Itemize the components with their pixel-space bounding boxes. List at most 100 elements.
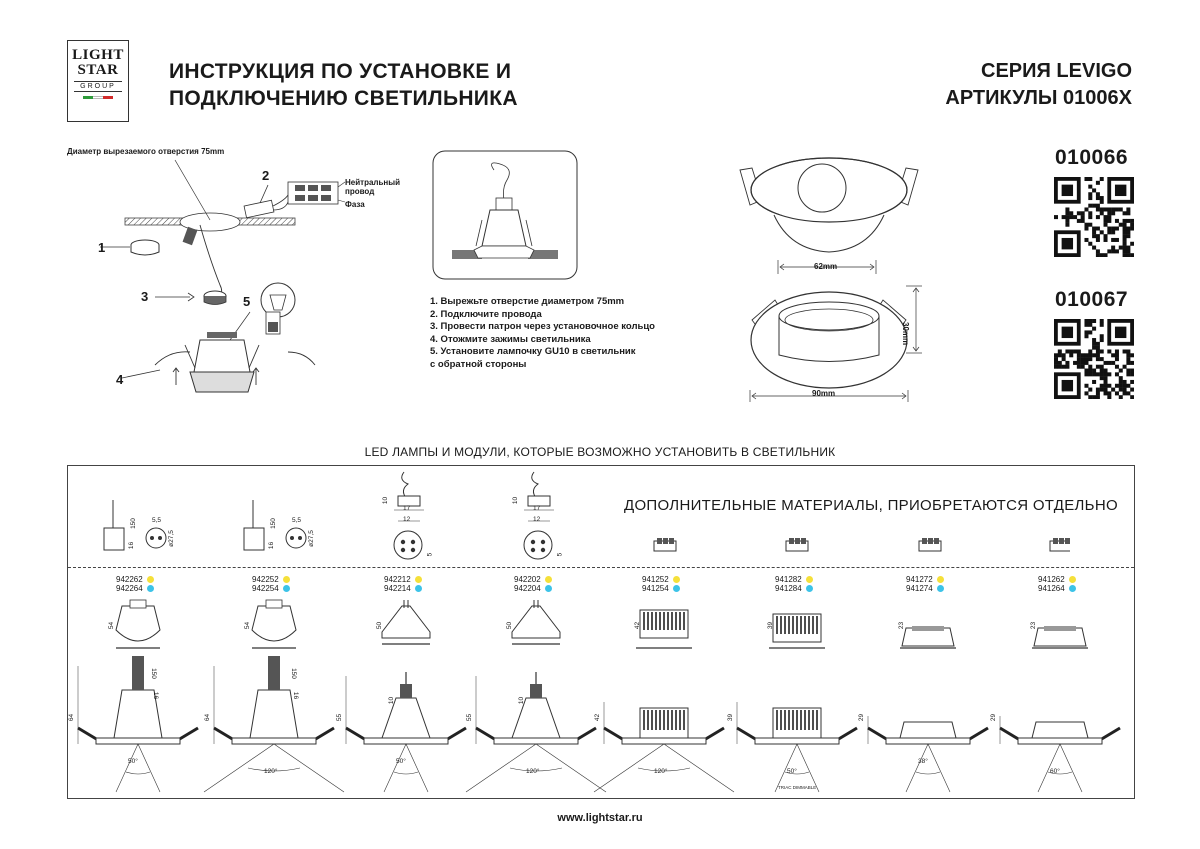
title-line-2: ПОДКЛЮЧЕНИЮ СВЕТИЛЬНИКА — [169, 87, 518, 110]
step-4-text: 4. Отожмите зажимы светильника — [430, 333, 591, 345]
lightstar-logo: LIGHT STAR GROUP — [67, 40, 129, 122]
socket4-dim-c: 12 — [533, 516, 541, 523]
terminal-connectors — [653, 538, 1070, 552]
article-yellow: 941252 — [642, 575, 680, 584]
warm-light-dot-icon — [805, 576, 813, 584]
article-yellow: 941262 — [1038, 575, 1076, 584]
article-cyan: 942254 — [252, 584, 290, 593]
logo-text-star: STAR — [77, 62, 119, 78]
extra-materials-title: ДОПОЛНИТЕЛЬНЫЕ МАТЕРИАЛЫ, ПРИОБРЕТАЮТСЯ … — [624, 497, 1118, 514]
series-name: СЕРИЯ LEVIGO — [981, 60, 1132, 82]
logo-text-light: LIGHT — [72, 47, 124, 63]
article-yellow: 941282 — [775, 575, 813, 584]
lamp-drawings — [77, 599, 1121, 793]
step-5-text-cont: с обратной стороны — [430, 358, 527, 370]
gu10-height-16-a: 16 — [152, 691, 160, 700]
article-cyan: 942214 — [384, 584, 422, 593]
qr-code-icon[interactable] — [1054, 319, 1135, 400]
step-5-text: 5. Установите лампочку GU10 в светильник — [430, 346, 636, 357]
logo-text-group: GROUP — [74, 81, 122, 92]
triac-dimmable-label: TRIAC DIMMABLE — [778, 785, 817, 790]
product-dimension-drawing — [739, 157, 922, 402]
beam-angle: 60° — [1050, 768, 1060, 775]
socket1-dim-d: ø27,5 — [167, 530, 175, 547]
installation-steps: 1. Вырежьте отверстие диаметром 75mm 2. … — [430, 296, 655, 371]
series-info: СЕРИЯ LEVIGO АРТИКУЛЫ 01006X — [945, 58, 1132, 112]
article-yellow: 942252 — [252, 575, 290, 584]
warm-light-dot-icon — [544, 576, 552, 584]
beam-angle: 50° — [787, 768, 797, 775]
cool-light-dot-icon — [146, 585, 154, 593]
cool-light-dot-icon — [672, 585, 680, 593]
socket3-dim-b: 17 — [403, 505, 411, 512]
cool-light-dot-icon — [282, 585, 290, 593]
product-code-010066: 010066 — [1055, 146, 1129, 169]
gu10-height-150-b: 150 — [289, 668, 297, 679]
article-cyan: 941274 — [906, 584, 944, 593]
warm-light-dot-icon — [1068, 576, 1076, 584]
step-number-4: 4 — [116, 372, 124, 387]
gu10-height-16-b: 16 — [292, 691, 300, 700]
step-3-text: 3. Провести патрон через установочное ко… — [430, 321, 655, 332]
socket1-dim-c: 16 — [128, 541, 136, 550]
socket1-dim-a: 5,5 — [152, 517, 162, 524]
mounting-inset-diagram — [432, 150, 578, 280]
step-2-text: 2. Подключите провода — [430, 308, 542, 320]
cool-light-dot-icon — [544, 585, 552, 593]
mr16-height-10-b: 10 — [518, 696, 526, 705]
article-numbers: АРТИКУЛЫ 01006X — [945, 87, 1132, 109]
installation-diagram — [100, 159, 346, 393]
socket4-dim-a: 10 — [512, 496, 520, 505]
hole-diameter-label: Диаметр вырезаемого отверстия 75mm — [67, 147, 225, 156]
socket3-dim-a: 10 — [382, 496, 390, 505]
beam-angle: 50° — [128, 758, 138, 765]
beam-angle: 120° — [264, 768, 278, 775]
compatible-lamps-panel — [67, 465, 1135, 799]
socket1-dim-b: 150 — [129, 518, 137, 529]
italian-flag-icon — [83, 96, 113, 99]
article-cyan: 941284 — [775, 584, 813, 593]
article-cyan: 942264 — [116, 584, 154, 593]
socket2-dim-d: ø27,5 — [307, 530, 315, 547]
socket4-dim-b: 17 — [533, 505, 541, 512]
neutral-label-line-1: Нейтральный — [345, 178, 400, 187]
socket2-dim-b: 150 — [269, 518, 277, 529]
warm-light-dot-icon — [936, 576, 944, 584]
warm-light-dot-icon — [146, 576, 154, 584]
dimension-30mm: 30mm — [901, 322, 910, 346]
page-title: ИНСТРУКЦИЯ ПО УСТАНОВКЕ И ПОДКЛЮЧЕНИЮ СВ… — [169, 58, 518, 112]
warm-light-dot-icon — [282, 576, 290, 584]
socket3-dim-c: 12 — [403, 516, 411, 523]
article-yellow: 942262 — [116, 575, 154, 584]
product-code-010067: 010067 — [1055, 288, 1129, 311]
neutral-wire-label: Нейтральный провод — [345, 178, 400, 196]
website-link[interactable]: www.lightstar.ru — [557, 812, 643, 824]
step-number-3: 3 — [141, 289, 149, 304]
phase-wire-label: Фаза — [345, 200, 365, 209]
warm-light-dot-icon — [672, 576, 680, 584]
socket3-dim-d: 5 — [426, 552, 434, 557]
socket2-dim-a: 5,5 — [292, 517, 302, 524]
cool-light-dot-icon — [1068, 585, 1076, 593]
qr-code-icon[interactable] — [1054, 177, 1135, 258]
beam-angle: 120° — [526, 768, 540, 775]
cool-light-dot-icon — [805, 585, 813, 593]
panel-divider — [68, 567, 1134, 568]
step-number-5: 5 — [243, 294, 251, 309]
article-yellow: 941272 — [906, 575, 944, 584]
cool-light-dot-icon — [936, 585, 944, 593]
article-cyan: 941254 — [642, 584, 680, 593]
neutral-label-line-2: провод — [345, 187, 375, 196]
section-title: LED ЛАМПЫ И МОДУЛИ, КОТОРЫЕ ВОЗМОЖНО УСТ… — [364, 445, 836, 459]
mr16-height-10-a: 10 — [388, 696, 396, 705]
step-1-text: 1. Вырежьте отверстие диаметром 75mm — [430, 296, 625, 307]
beam-angle: 120° — [654, 768, 668, 775]
